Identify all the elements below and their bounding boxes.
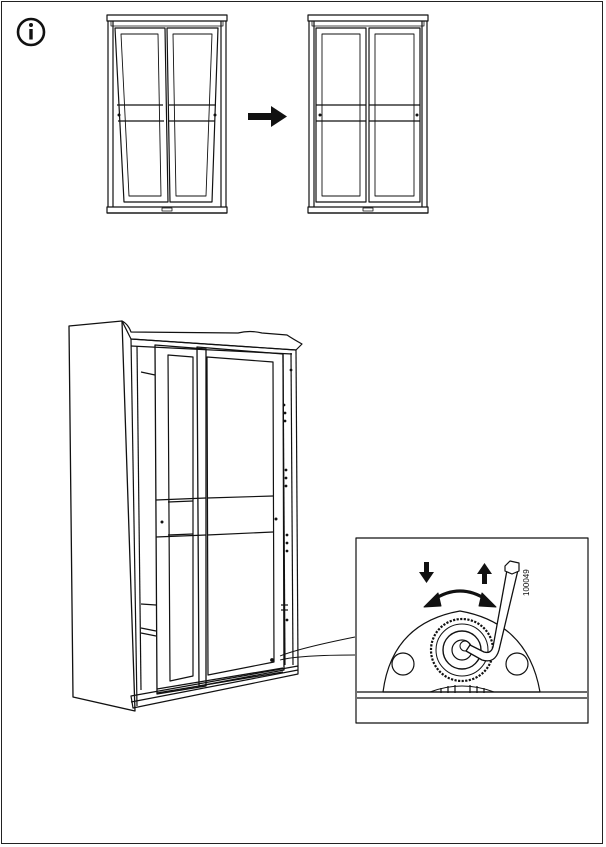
allen-key-icon <box>465 560 520 662</box>
arrow-right-icon <box>248 106 287 127</box>
wardrobe-before-diagram <box>106 14 228 214</box>
arrow-down-icon <box>419 562 434 583</box>
rotate-arrow-icon <box>423 589 497 608</box>
part-number-label: 100049 <box>522 569 531 596</box>
wardrobe-after-diagram <box>307 14 429 214</box>
arrow-up-icon <box>477 563 492 584</box>
adjustment-detail-inset: 100049 <box>355 537 589 724</box>
wardrobe-main-illustration <box>68 320 356 712</box>
info-circle-icon <box>16 17 46 47</box>
